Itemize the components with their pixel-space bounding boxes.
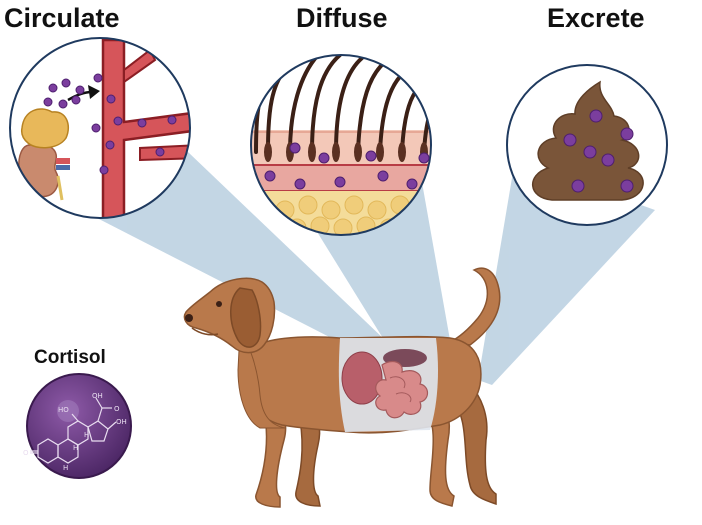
- cortisol-molecule: OH O HO OH H H H O: [23, 373, 132, 479]
- title-excrete: Excrete: [547, 3, 645, 33]
- feces: [531, 80, 644, 201]
- label-h-low: H: [63, 464, 68, 472]
- organ-inset: [338, 338, 438, 432]
- label-h-top: H: [84, 431, 89, 439]
- callout-cone-circulate: [97, 152, 385, 345]
- blood-vessel: [101, 38, 190, 218]
- excrete-panel: [506, 64, 668, 226]
- liver: [341, 351, 383, 405]
- intestines: [375, 360, 429, 419]
- label-h-mid: H: [73, 444, 78, 452]
- label-ho-left: HO: [58, 406, 69, 414]
- title-diffuse: Diffuse: [296, 3, 388, 33]
- label-oh-top: OH: [92, 392, 103, 400]
- title-circulate: Circulate: [4, 3, 120, 33]
- cortisol-particles: [43, 73, 634, 193]
- label-o-side: O: [114, 405, 120, 413]
- label-cortisol: Cortisol: [34, 347, 106, 368]
- label-o-ketone: O: [23, 449, 29, 457]
- hair-follicles: [264, 142, 428, 162]
- adrenal-gland: [20, 108, 70, 149]
- label-oh-right: OH: [116, 418, 127, 426]
- kidney: [18, 143, 59, 198]
